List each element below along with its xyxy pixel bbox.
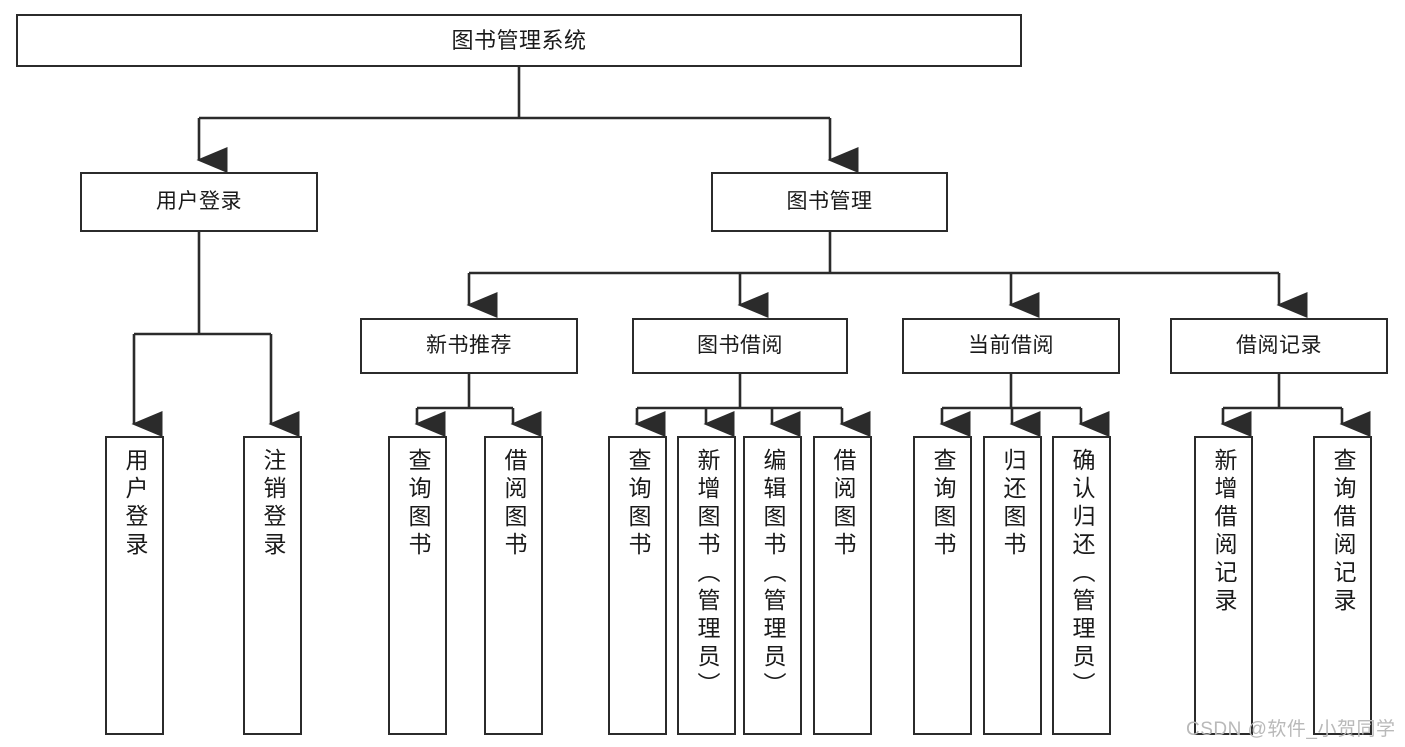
leaf-new-book-borrow-book[interactable]: 借阅图书 [484,436,543,735]
node-label: 图书管理系统 [451,27,587,53]
node-label: 归还图书 [1000,448,1026,560]
node-label: 借阅图书 [501,448,527,560]
leaf-borrow-record-query-record[interactable]: 查询借阅记录 [1313,436,1372,735]
node-book-management[interactable]: 图书管理 [711,172,948,232]
node-label: 借阅记录 [1236,333,1322,357]
leaf-book-borrow-edit-book-admin[interactable]: 编辑图书（管理员） [743,436,802,735]
node-label: 查询借阅记录 [1330,448,1356,616]
csdn-watermark: CSDN @软件_小贺同学 [1186,719,1396,740]
leaf-new-book-query-book[interactable]: 查询图书 [388,436,447,735]
node-label: 查询图书 [625,448,651,560]
node-label: 编辑图书（管理员） [760,448,786,700]
node-label: 新书推荐 [426,333,512,357]
node-book-borrow[interactable]: 图书借阅 [632,318,848,374]
node-label: 新增图书（管理员） [694,448,720,700]
leaf-book-borrow-add-book-admin[interactable]: 新增图书（管理员） [677,436,736,735]
leaf-book-borrow-borrow-book[interactable]: 借阅图书 [813,436,872,735]
node-label: 确认归还（管理员） [1069,448,1095,700]
node-label: 注销登录 [260,448,286,560]
node-label: 查询图书 [930,448,956,560]
leaf-user-login-logout[interactable]: 注销登录 [243,436,302,735]
node-borrow-record[interactable]: 借阅记录 [1170,318,1388,374]
leaf-current-borrow-query-book[interactable]: 查询图书 [913,436,972,735]
node-label: 借阅图书 [830,448,856,560]
node-label: 图书借阅 [697,333,783,357]
node-label: 查询图书 [405,448,431,560]
node-current-borrow[interactable]: 当前借阅 [902,318,1120,374]
node-label: 当前借阅 [968,333,1054,357]
node-label: 图书管理 [786,189,873,213]
node-label: 用户登录 [156,189,242,213]
leaf-current-borrow-confirm-return-admin[interactable]: 确认归还（管理员） [1052,436,1111,735]
node-new-book-recommend[interactable]: 新书推荐 [360,318,578,374]
node-label: 用户登录 [122,448,148,560]
leaf-user-login-login[interactable]: 用户登录 [105,436,164,735]
leaf-book-borrow-query-book[interactable]: 查询图书 [608,436,667,735]
leaf-borrow-record-add-record[interactable]: 新增借阅记录 [1194,436,1253,735]
node-root-book-management-system[interactable]: 图书管理系统 [16,14,1022,67]
node-label: 新增借阅记录 [1211,448,1237,616]
leaf-current-borrow-return-book[interactable]: 归还图书 [983,436,1042,735]
node-user-login[interactable]: 用户登录 [80,172,318,232]
